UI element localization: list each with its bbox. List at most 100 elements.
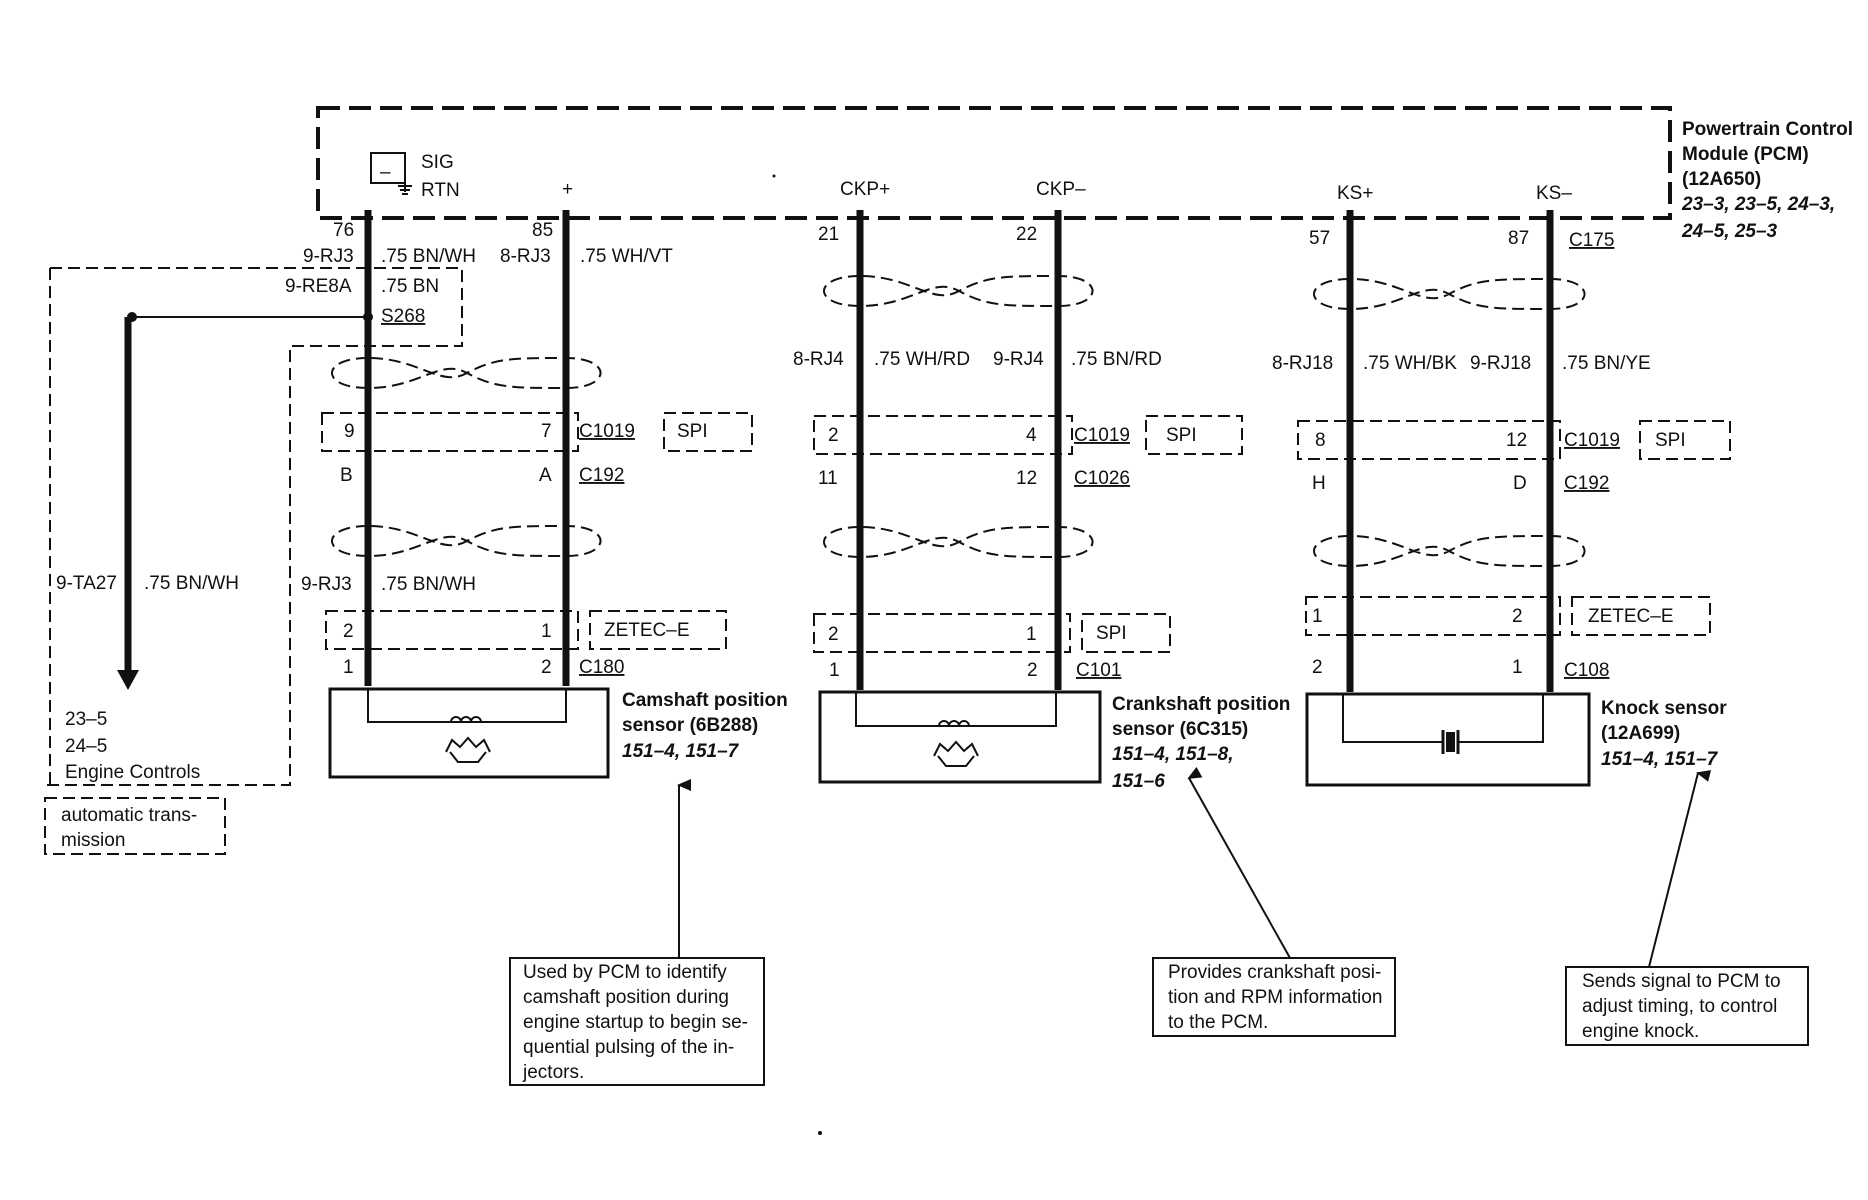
ckp-spi2-label: SPI <box>1096 623 1127 644</box>
branch-ref-1: 23–5 <box>65 709 107 730</box>
ks-c108-left: 2 <box>1312 657 1323 678</box>
cmp-c180-id: C180 <box>579 657 624 678</box>
auto-trans-line1: automatic trans- <box>61 805 197 826</box>
ks-sensor-internal-right <box>1458 694 1544 743</box>
ckp-c1019-right: 4 <box>1026 425 1037 446</box>
cmp-sensor-internal <box>367 689 567 723</box>
ks-note-line1: Sends signal to PCM to <box>1582 971 1781 992</box>
pcm-title-line2: Module (PCM) <box>1682 144 1809 165</box>
branch-arrow <box>117 670 139 690</box>
pcm-refs-line2: 24–5, 25–3 <box>1681 221 1778 242</box>
ks-c1019-left: 8 <box>1315 430 1326 451</box>
cmp-note-line2: camshaft position during <box>523 987 729 1008</box>
cmp-note-line4: quential pulsing of the in- <box>523 1037 734 1058</box>
ks-spi-box <box>1639 420 1731 460</box>
cmp-c1019-left: 9 <box>344 421 355 442</box>
cmp-note-box <box>509 957 765 1086</box>
ckp-twisted-pair-lower <box>823 525 1094 559</box>
ckp-plus-label: CKP+ <box>840 179 890 200</box>
cmp-lower-wire-color: .75 BN/WH <box>381 574 476 595</box>
ks-zetec-box <box>1305 596 1561 636</box>
speck-bottom <box>818 1131 822 1135</box>
ckp-spi2-right: 1 <box>1026 624 1037 645</box>
ks-c1019-id: C1019 <box>1564 430 1620 451</box>
ks-spi-label: SPI <box>1655 430 1686 451</box>
sig-label: SIG <box>421 152 454 173</box>
ks-c192-right: D <box>1513 473 1527 494</box>
cmp-wire-a-color: .75 BN/WH <box>381 246 476 267</box>
ckp-sensor-gear-icon <box>933 740 979 767</box>
ckp-c1019-id: C1019 <box>1074 425 1130 446</box>
ckp-c101-left: 1 <box>829 660 840 681</box>
ckp-spi2-left: 2 <box>828 624 839 645</box>
ckp-spi2-label-box <box>1081 613 1171 653</box>
ks-refs: 151–4, 151–7 <box>1601 749 1719 770</box>
rtn-label: RTN <box>421 180 460 201</box>
ks-sensor-internal <box>1342 694 1443 743</box>
branch-circuit: 9-TA27 <box>56 573 117 594</box>
cmp-note-line5: jectors. <box>522 1062 584 1083</box>
ckp-c1026-id: C1026 <box>1074 468 1130 489</box>
cmp-refs: 151–4, 151–7 <box>622 741 740 762</box>
ks-c1019-right: 12 <box>1506 430 1527 451</box>
splice-circuit: 9-RE8A <box>285 276 352 297</box>
ks-c108-id: C108 <box>1564 660 1609 681</box>
ks-c108-right: 1 <box>1512 657 1523 678</box>
cmp-spi-box <box>663 412 753 452</box>
cmp-zetec-left: 2 <box>343 621 354 642</box>
ckp-note-line1: Provides crankshaft posi- <box>1168 962 1381 983</box>
cmp-pin-a: 76 <box>333 220 354 241</box>
ckp-c1019-left: 2 <box>828 425 839 446</box>
ckp-sensor-box <box>818 690 1102 784</box>
ckp-note-box <box>1152 957 1396 1037</box>
ckp-circuit-b: 9-RJ4 <box>993 349 1044 370</box>
splice-wire-color: .75 BN <box>381 276 439 297</box>
speck-top <box>772 174 776 178</box>
plus-label: + <box>562 179 573 200</box>
ckp-c101-id: C101 <box>1076 660 1121 681</box>
cmp-spi-label: SPI <box>677 421 708 442</box>
ks-name-line1: Knock sensor <box>1601 698 1727 719</box>
cmp-wire-b-color: .75 WH/VT <box>580 246 673 267</box>
ks-crystal-icon <box>1446 732 1455 752</box>
cmp-c192-right: A <box>539 465 552 486</box>
ckp-name-line1: Crankshaft position <box>1112 694 1290 715</box>
ks-circuit-a: 8-RJ18 <box>1272 353 1333 374</box>
branch-wire-color: .75 BN/WH <box>144 573 239 594</box>
ckp-note-line2: tion and RPM information <box>1168 987 1382 1008</box>
ks-note-line3: engine knock. <box>1582 1021 1699 1042</box>
ks-zetec-label-box <box>1571 596 1711 636</box>
ks-wire-a-color: .75 WH/BK <box>1363 353 1457 374</box>
splice-id: S268 <box>381 306 425 327</box>
cmp-c192-left: B <box>340 465 353 486</box>
ckp-wire-b-color: .75 BN/RD <box>1071 349 1162 370</box>
ckp-name-line2: sensor (6C315) <box>1112 719 1248 740</box>
ckp-wire-a-color: .75 WH/RD <box>874 349 970 370</box>
cmp-zetec-label: ZETEC–E <box>604 620 690 641</box>
cmp-note-line3: engine startup to begin se- <box>523 1012 748 1033</box>
branch-ref-2: 24–5 <box>65 736 107 757</box>
pcm-module-boundary <box>316 106 1672 220</box>
ckp-sensor-internal <box>855 692 1057 727</box>
ckp-spi2-box <box>813 613 1071 653</box>
cmp-pin-b: 85 <box>532 220 553 241</box>
ckp-note-arrow <box>1187 766 1291 959</box>
ckp-pin-a: 21 <box>818 224 839 245</box>
ks-c1019-box <box>1297 420 1561 460</box>
ckp-pin-b: 22 <box>1016 224 1037 245</box>
cmp-c1019-box <box>321 412 579 452</box>
sig-minus-label: – <box>380 162 391 183</box>
ks-pin-b: 87 <box>1508 228 1529 249</box>
cmp-c180-left: 1 <box>343 657 354 678</box>
sig-rtn-symbol <box>370 152 406 184</box>
ckp-c1019-box <box>813 415 1073 455</box>
ckp-c1026-left: 11 <box>818 468 838 489</box>
ks-circuit-b: 9-RJ18 <box>1470 353 1531 374</box>
ks-note-arrow <box>1648 770 1712 968</box>
cmp-zetec-box <box>325 610 579 650</box>
cmp-name-line1: Camshaft position <box>622 690 788 711</box>
auto-trans-line2: mission <box>61 830 125 851</box>
cmp-name-line2: sensor (6B288) <box>622 715 758 736</box>
ks-twisted-pair-upper <box>1313 277 1586 311</box>
ckp-spi-label: SPI <box>1166 425 1197 446</box>
